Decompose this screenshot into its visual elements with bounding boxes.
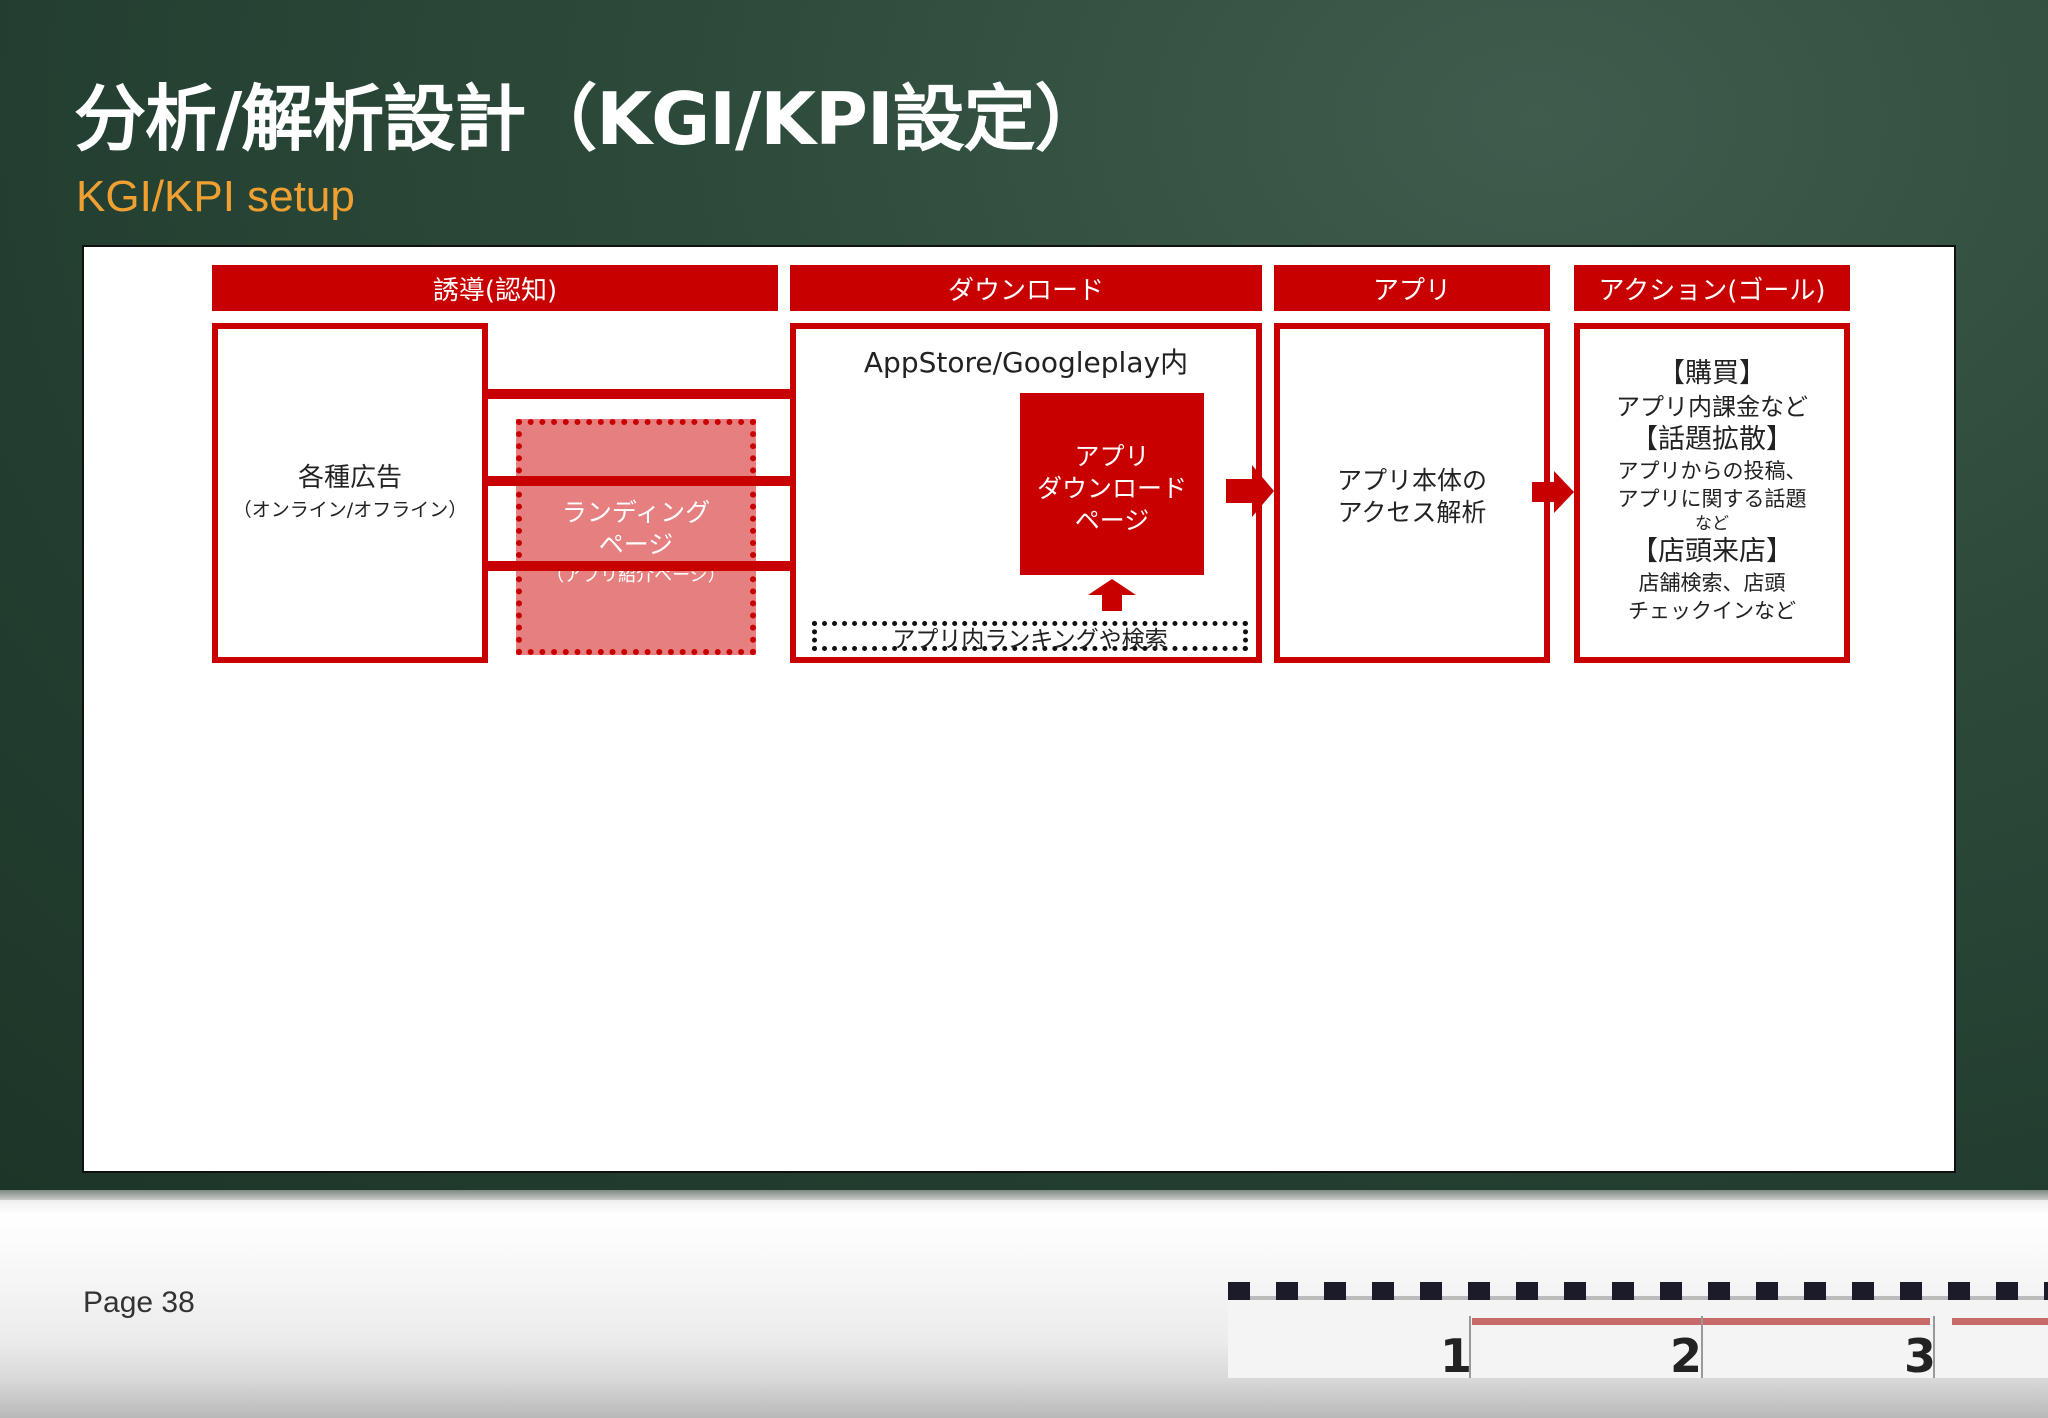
ruler-square (1468, 1282, 1490, 1300)
ruler-square (1756, 1282, 1778, 1300)
action-list: 【購買】 アプリ内課金など 【話題拡散】 アプリからの投稿、 アプリに関する話題… (1580, 357, 1844, 625)
ruler-square (2044, 1282, 2048, 1300)
download-page-label-3: ページ (1074, 506, 1150, 535)
ruler-mark-3: 3 (1904, 1329, 1936, 1378)
up-arrow (1088, 579, 1136, 611)
arrow-line-1 (488, 389, 1090, 399)
ruler-mark-1: 1 (1440, 1329, 1472, 1378)
action-share-detail-2: アプリに関する話題 (1617, 487, 1807, 511)
arrow-line-2 (488, 476, 1090, 486)
action-box: 【購買】 アプリ内課金など 【話題拡散】 アプリからの投稿、 アプリに関する話題… (1574, 323, 1850, 663)
ruler-square (1804, 1282, 1826, 1300)
action-store-detail-2: チェックインなど (1628, 599, 1796, 623)
action-purchase-detail: アプリ内課金など (1616, 393, 1808, 421)
ruler-square (1612, 1282, 1634, 1300)
ruler-square (1852, 1282, 1874, 1300)
ruler-mark-2: 2 (1670, 1329, 1702, 1378)
download-page-box: アプリ ダウンロード ページ (1020, 393, 1204, 575)
action-share-detail-1: アプリからの投稿、 (1617, 459, 1807, 483)
ads-box: 各種広告 （オンライン/オフライン） (212, 323, 488, 663)
arrow-line-3 (488, 561, 1090, 571)
ruler-square (1564, 1282, 1586, 1300)
app-label-1: アプリ本体の (1336, 466, 1487, 495)
ruler-square (1420, 1282, 1442, 1300)
header-action: アクション(ゴール) (1574, 265, 1850, 311)
header-download: ダウンロード (790, 265, 1262, 311)
action-store-detail-1: 店舗検索、店頭 (1638, 571, 1786, 595)
ruler-square (1276, 1282, 1298, 1300)
slide-title: 分析/解析設計（KGI/KPI設定） (74, 77, 1107, 161)
diagram-panel: 誘導(認知) ダウンロード アプリ アクション(ゴール) 各種広告 （オンライン… (82, 245, 1956, 1173)
ranking-label: アプリ内ランキングや検索 (892, 627, 1168, 653)
ruler-square (1324, 1282, 1346, 1300)
landing-page-box: ランディング ページ （アプリ紹介ページ） (516, 419, 756, 655)
arrow-download-to-app (1226, 465, 1274, 517)
ruler-square (1948, 1282, 1970, 1300)
header-app: アプリ (1274, 265, 1550, 311)
header-induction: 誘導(認知) (212, 265, 778, 311)
action-share-detail-3: など (1695, 514, 1729, 534)
ruler-square (1372, 1282, 1394, 1300)
ads-sublabel: （オンライン/オフライン） (232, 499, 468, 521)
ruler-square (1900, 1282, 1922, 1300)
action-share-heading: 【話題拡散】 (1631, 424, 1793, 455)
landing-label-1: ランディング (561, 498, 711, 527)
ruler-square (1708, 1282, 1730, 1300)
ruler-square (1516, 1282, 1538, 1300)
tray-edge (0, 1190, 2048, 1200)
app-box: アプリ本体の アクセス解析 (1274, 323, 1550, 663)
action-purchase-heading: 【購買】 (1658, 358, 1766, 389)
ranking-box: アプリ内ランキングや検索 (812, 621, 1248, 653)
ruler-decoration: 1 2 3 (1228, 1282, 2048, 1378)
page-number: Page 38 (83, 1286, 195, 1319)
ruler-square (1228, 1282, 1250, 1300)
slide-subtitle: KGI/KPI setup (76, 172, 355, 221)
store-label: AppStore/Googleplay内 (863, 346, 1189, 379)
landing-label-2: ページ (598, 530, 674, 559)
download-page-label-2: ダウンロード (1036, 474, 1187, 503)
arrow-app-to-action (1532, 471, 1574, 513)
action-store-heading: 【店頭来店】 (1631, 536, 1793, 567)
ads-label: 各種広告 (297, 463, 402, 493)
ruler-square (1996, 1282, 2018, 1300)
ruler-square (1660, 1282, 1682, 1300)
download-page-label-1: アプリ (1074, 442, 1150, 471)
app-label-2: アクセス解析 (1337, 498, 1487, 527)
